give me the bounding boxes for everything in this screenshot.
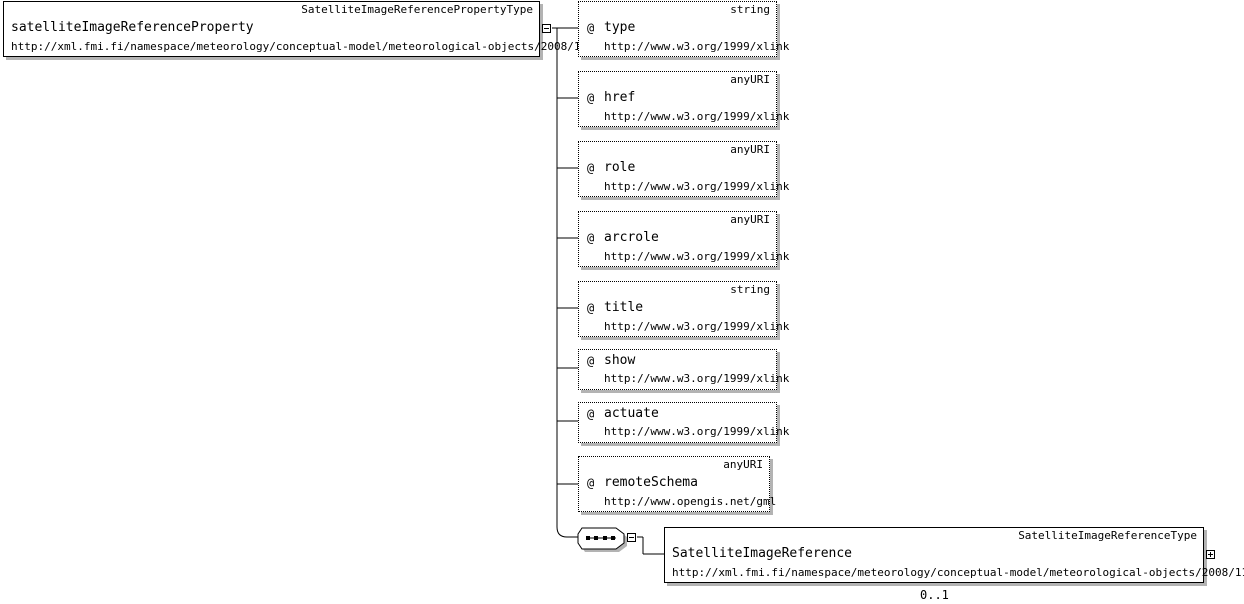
attribute-box-remoteschema[interactable]: anyURI @ remoteSchema http://www.opengis… bbox=[578, 456, 776, 512]
root-element-name: satelliteImageReferenceProperty bbox=[11, 20, 254, 35]
attribute-type-label: string bbox=[730, 283, 770, 296]
attribute-at-icon: @ bbox=[587, 476, 595, 490]
expand-toggle-icon[interactable] bbox=[1206, 550, 1215, 559]
attribute-name: show bbox=[604, 353, 636, 368]
attribute-name: actuate bbox=[604, 406, 659, 421]
attribute-namespace: http://www.w3.org/1999/xlink bbox=[604, 372, 790, 385]
attribute-name: href bbox=[604, 90, 636, 105]
attribute-namespace: http://www.w3.org/1999/xlink bbox=[604, 180, 790, 193]
attribute-at-icon: @ bbox=[587, 231, 595, 245]
attribute-namespace: http://www.opengis.net/gml bbox=[604, 495, 777, 508]
attribute-name: type bbox=[604, 20, 636, 35]
sequence-compositor-icon bbox=[577, 527, 627, 552]
attribute-namespace: http://www.w3.org/1999/xlink bbox=[604, 250, 790, 263]
attribute-type-label: anyURI bbox=[730, 213, 770, 226]
compositor-collapse-icon[interactable] bbox=[627, 533, 636, 542]
attribute-box-arcrole[interactable]: anyURI @ arcrole http://www.w3.org/1999/… bbox=[578, 211, 789, 267]
attribute-namespace: http://www.w3.org/1999/xlink bbox=[604, 40, 790, 53]
attribute-type-label: anyURI bbox=[730, 73, 770, 86]
attribute-namespace: http://www.w3.org/1999/xlink bbox=[604, 110, 790, 123]
occurrence-label: 0..1 bbox=[920, 588, 949, 602]
attribute-box-actuate[interactable]: @ actuate http://www.w3.org/1999/xlink bbox=[578, 402, 789, 443]
attribute-at-icon: @ bbox=[587, 407, 595, 421]
attribute-at-icon: @ bbox=[587, 91, 595, 105]
attribute-name: title bbox=[604, 300, 644, 315]
attribute-box-show[interactable]: @ show http://www.w3.org/1999/xlink bbox=[578, 349, 789, 390]
attribute-at-icon: @ bbox=[587, 354, 595, 368]
attribute-type-label: anyURI bbox=[723, 458, 763, 471]
child-element-name: SatelliteImageReference bbox=[672, 546, 853, 561]
child-type-label: SatelliteImageReferenceType bbox=[1018, 529, 1197, 542]
child-element-box[interactable]: SatelliteImageReferenceType SatelliteIma… bbox=[664, 527, 1244, 583]
attribute-at-icon: @ bbox=[587, 301, 595, 315]
root-namespace: http://xml.fmi.fi/namespace/meteorology/… bbox=[11, 40, 588, 53]
attribute-box-title[interactable]: string @ title http://www.w3.org/1999/xl… bbox=[578, 281, 789, 337]
attribute-at-icon: @ bbox=[587, 21, 595, 35]
attribute-name: arcrole bbox=[604, 230, 659, 245]
collapse-toggle-icon[interactable] bbox=[542, 24, 551, 33]
attribute-name: remoteSchema bbox=[604, 475, 698, 490]
attribute-namespace: http://www.w3.org/1999/xlink bbox=[604, 320, 790, 333]
root-type-label: SatelliteImageReferencePropertyType bbox=[301, 3, 533, 16]
attribute-at-icon: @ bbox=[587, 161, 595, 175]
attribute-type-label: string bbox=[730, 3, 770, 16]
child-namespace: http://xml.fmi.fi/namespace/meteorology/… bbox=[672, 566, 1244, 579]
root-element-box[interactable]: SatelliteImageReferencePropertyType sate… bbox=[3, 1, 587, 57]
attribute-type-label: anyURI bbox=[730, 143, 770, 156]
attribute-namespace: http://www.w3.org/1999/xlink bbox=[604, 425, 790, 438]
attribute-box-href[interactable]: anyURI @ href http://www.w3.org/1999/xli… bbox=[578, 71, 789, 127]
attribute-name: role bbox=[604, 160, 636, 175]
attribute-box-type[interactable]: string @ type http://www.w3.org/1999/xli… bbox=[578, 1, 789, 57]
attribute-box-role[interactable]: anyURI @ role http://www.w3.org/1999/xli… bbox=[578, 141, 789, 197]
